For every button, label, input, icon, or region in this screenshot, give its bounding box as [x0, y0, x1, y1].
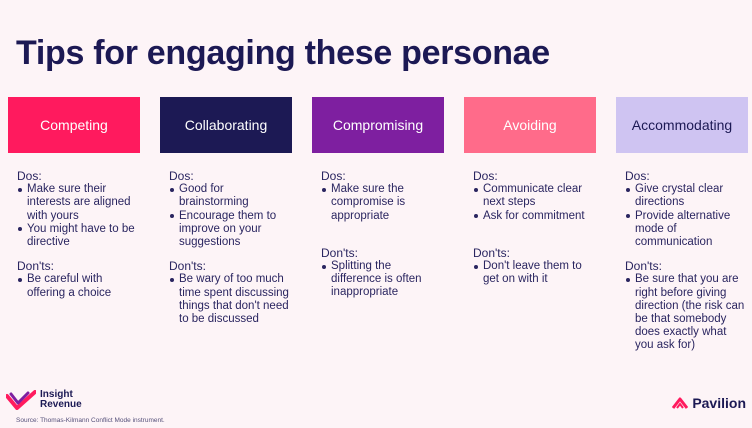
- dos-item: Ask for commitment: [473, 210, 596, 223]
- donts-item: Be careful with offering a choice: [17, 273, 140, 299]
- dos-item: You might have to be directive: [17, 223, 140, 249]
- dos-list: Give crystal clear directions Provide al…: [625, 183, 748, 249]
- donts-label: Don'ts:: [17, 259, 54, 274]
- donts-item: Be wary of too much time spent discussin…: [169, 273, 292, 326]
- logo-line-2: Revenue: [40, 399, 82, 410]
- dos-item: Provide alternative mode of communicatio…: [625, 210, 748, 250]
- dos-item: Give crystal clear directions: [625, 183, 748, 209]
- pavilion-chevron-icon: [672, 397, 689, 409]
- insight-revenue-check-icon: [6, 390, 36, 410]
- column-header-accommodating: Accommodating: [616, 97, 748, 153]
- dos-item: Encourage them to improve on your sugges…: [169, 210, 292, 250]
- dos-label: Dos:: [169, 169, 194, 183]
- page-title: Tips for engaging these personae: [16, 34, 550, 72]
- pavilion-logo: Pavilion: [672, 395, 746, 411]
- column-accommodating: Accommodating Dos: Give crystal clear di…: [616, 97, 748, 353]
- dos-item: Make sure the compromise is appropriate: [321, 183, 444, 223]
- column-header-collaborating: Collaborating: [160, 97, 292, 153]
- dos-list: Make sure the compromise is appropriate: [321, 183, 444, 223]
- column-header-avoiding: Avoiding: [464, 97, 596, 153]
- logo-line-1: Insight: [40, 389, 73, 400]
- dos-label: Dos:: [625, 169, 650, 183]
- column-collaborating: Collaborating Dos: Good for brainstormin…: [160, 97, 292, 326]
- personae-columns: Competing Dos: Make sure their interests…: [0, 97, 752, 387]
- donts-item: Be sure that you are right before giving…: [625, 273, 748, 352]
- dos-list: Communicate clear next steps Ask for com…: [473, 183, 596, 223]
- donts-label: Don'ts:: [625, 259, 662, 274]
- dos-label: Dos:: [473, 169, 498, 183]
- dos-item: Communicate clear next steps: [473, 183, 596, 209]
- pavilion-wordmark: Pavilion: [692, 395, 746, 411]
- insight-revenue-wordmark: Insight Revenue: [40, 390, 82, 410]
- column-competing: Competing Dos: Make sure their interests…: [8, 97, 140, 300]
- donts-list: Be sure that you are right before giving…: [625, 273, 748, 352]
- dos-list: Good for brainstorming Encourage them to…: [169, 183, 292, 249]
- donts-label: Don'ts:: [473, 245, 510, 260]
- dos-item: Good for brainstorming: [169, 183, 292, 209]
- column-header-competing: Competing: [8, 97, 140, 153]
- column-avoiding: Avoiding Dos: Communicate clear next ste…: [464, 97, 596, 286]
- donts-list: Splitting the difference is often inappr…: [321, 260, 444, 300]
- donts-list: Don't leave them to get on with it: [473, 260, 596, 286]
- donts-item: Splitting the difference is often inappr…: [321, 260, 444, 300]
- column-header-compromising: Compromising: [312, 97, 444, 153]
- dos-list: Make sure their interests are aligned wi…: [17, 183, 140, 249]
- insight-revenue-logo: Insight Revenue: [6, 390, 82, 410]
- dos-label: Dos:: [321, 169, 346, 183]
- donts-list: Be wary of too much time spent discussin…: [169, 273, 292, 326]
- donts-label: Don'ts:: [169, 259, 206, 274]
- donts-label: Don'ts:: [321, 245, 358, 260]
- column-compromising: Compromising Dos: Make sure the compromi…: [312, 97, 444, 300]
- donts-item: Don't leave them to get on with it: [473, 260, 596, 286]
- dos-label: Dos:: [17, 169, 42, 183]
- dos-item: Make sure their interests are aligned wi…: [17, 183, 140, 223]
- source-note: Source: Thomas-Kilmann Conflict Mode ins…: [16, 417, 165, 424]
- donts-list: Be careful with offering a choice: [17, 273, 140, 299]
